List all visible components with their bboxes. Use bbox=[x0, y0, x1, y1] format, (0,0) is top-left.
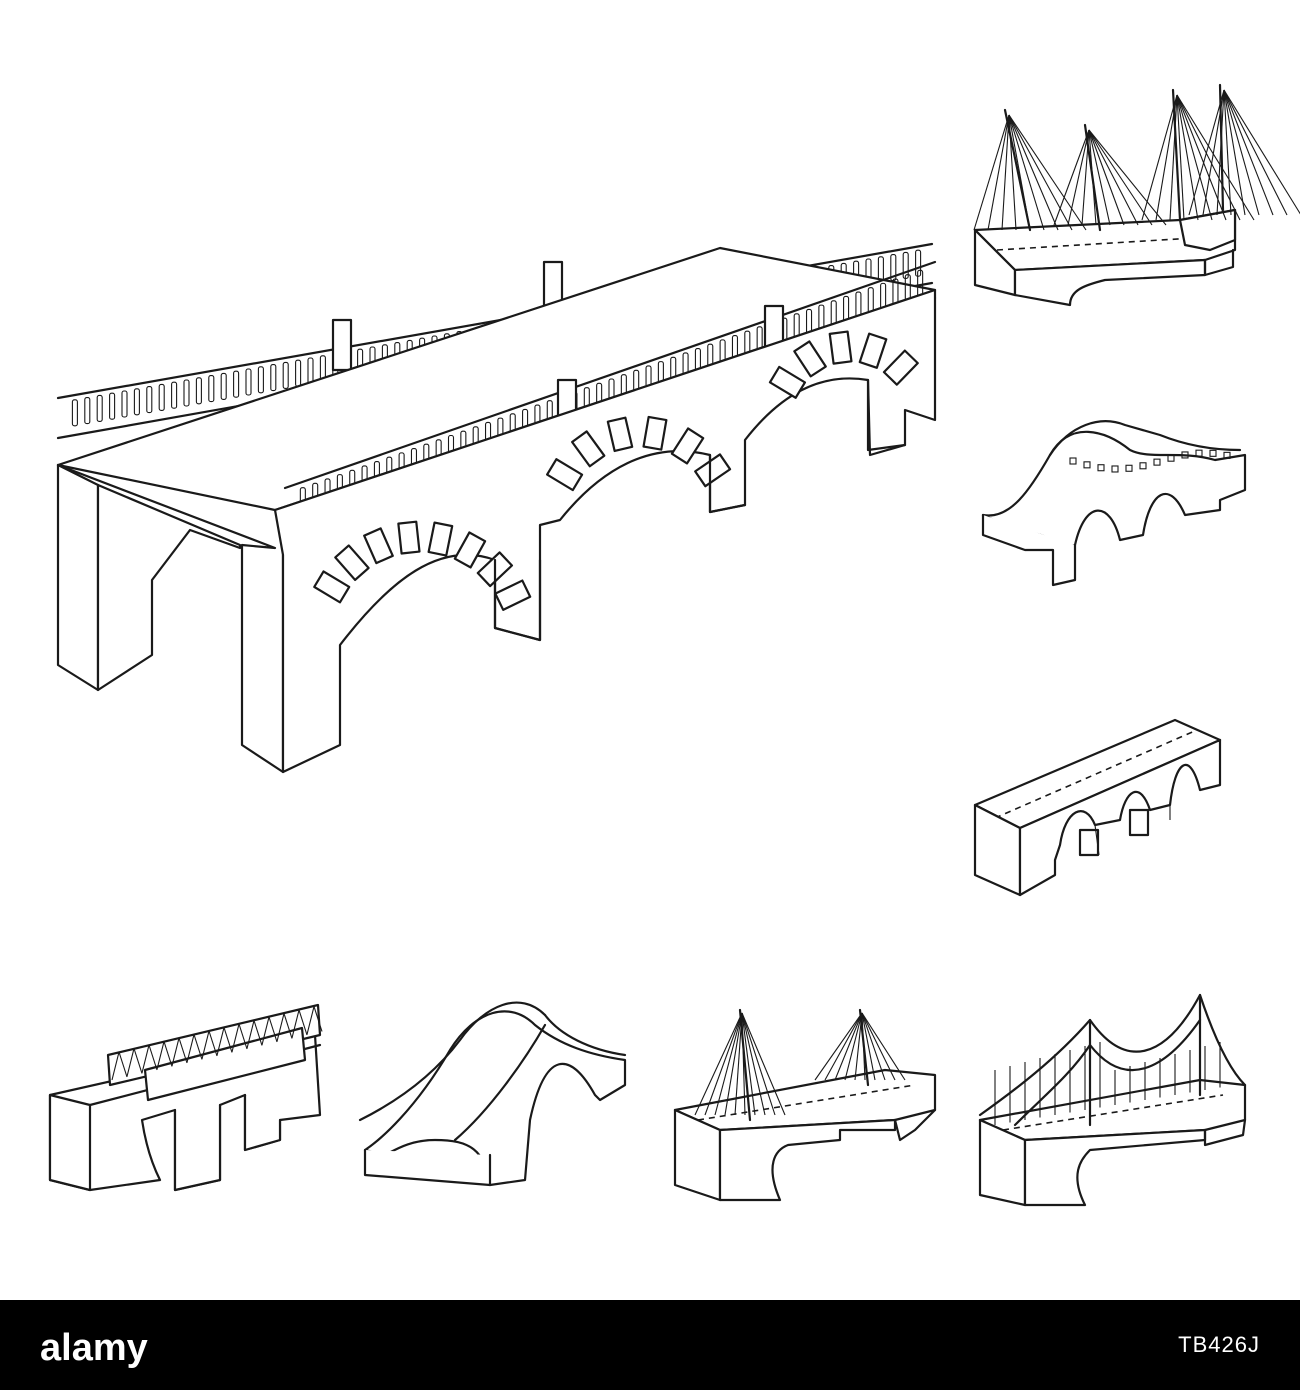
truss-railway-bridge-icon bbox=[48, 1003, 323, 1192]
illustration-canvas bbox=[48, 83, 1300, 1207]
alamy-logo-icon: alamy bbox=[40, 1327, 148, 1368]
suspension-bridge-icon bbox=[978, 993, 1247, 1207]
large-stone-arch-bridge-icon bbox=[56, 242, 937, 774]
humpback-stone-bridge-icon bbox=[981, 420, 1247, 587]
arched-footbridge-icon bbox=[358, 1001, 627, 1187]
three-arch-road-bridge-icon bbox=[973, 718, 1222, 897]
image-id: TB426J bbox=[1178, 1332, 1260, 1357]
svg-text:alamy: alamy bbox=[40, 1327, 148, 1368]
cable-stayed-bridge-icon bbox=[673, 1008, 937, 1202]
double-cable-stayed-bridge-icon bbox=[973, 83, 1300, 307]
footer-bar: alamy TB426J bbox=[0, 1300, 1300, 1390]
